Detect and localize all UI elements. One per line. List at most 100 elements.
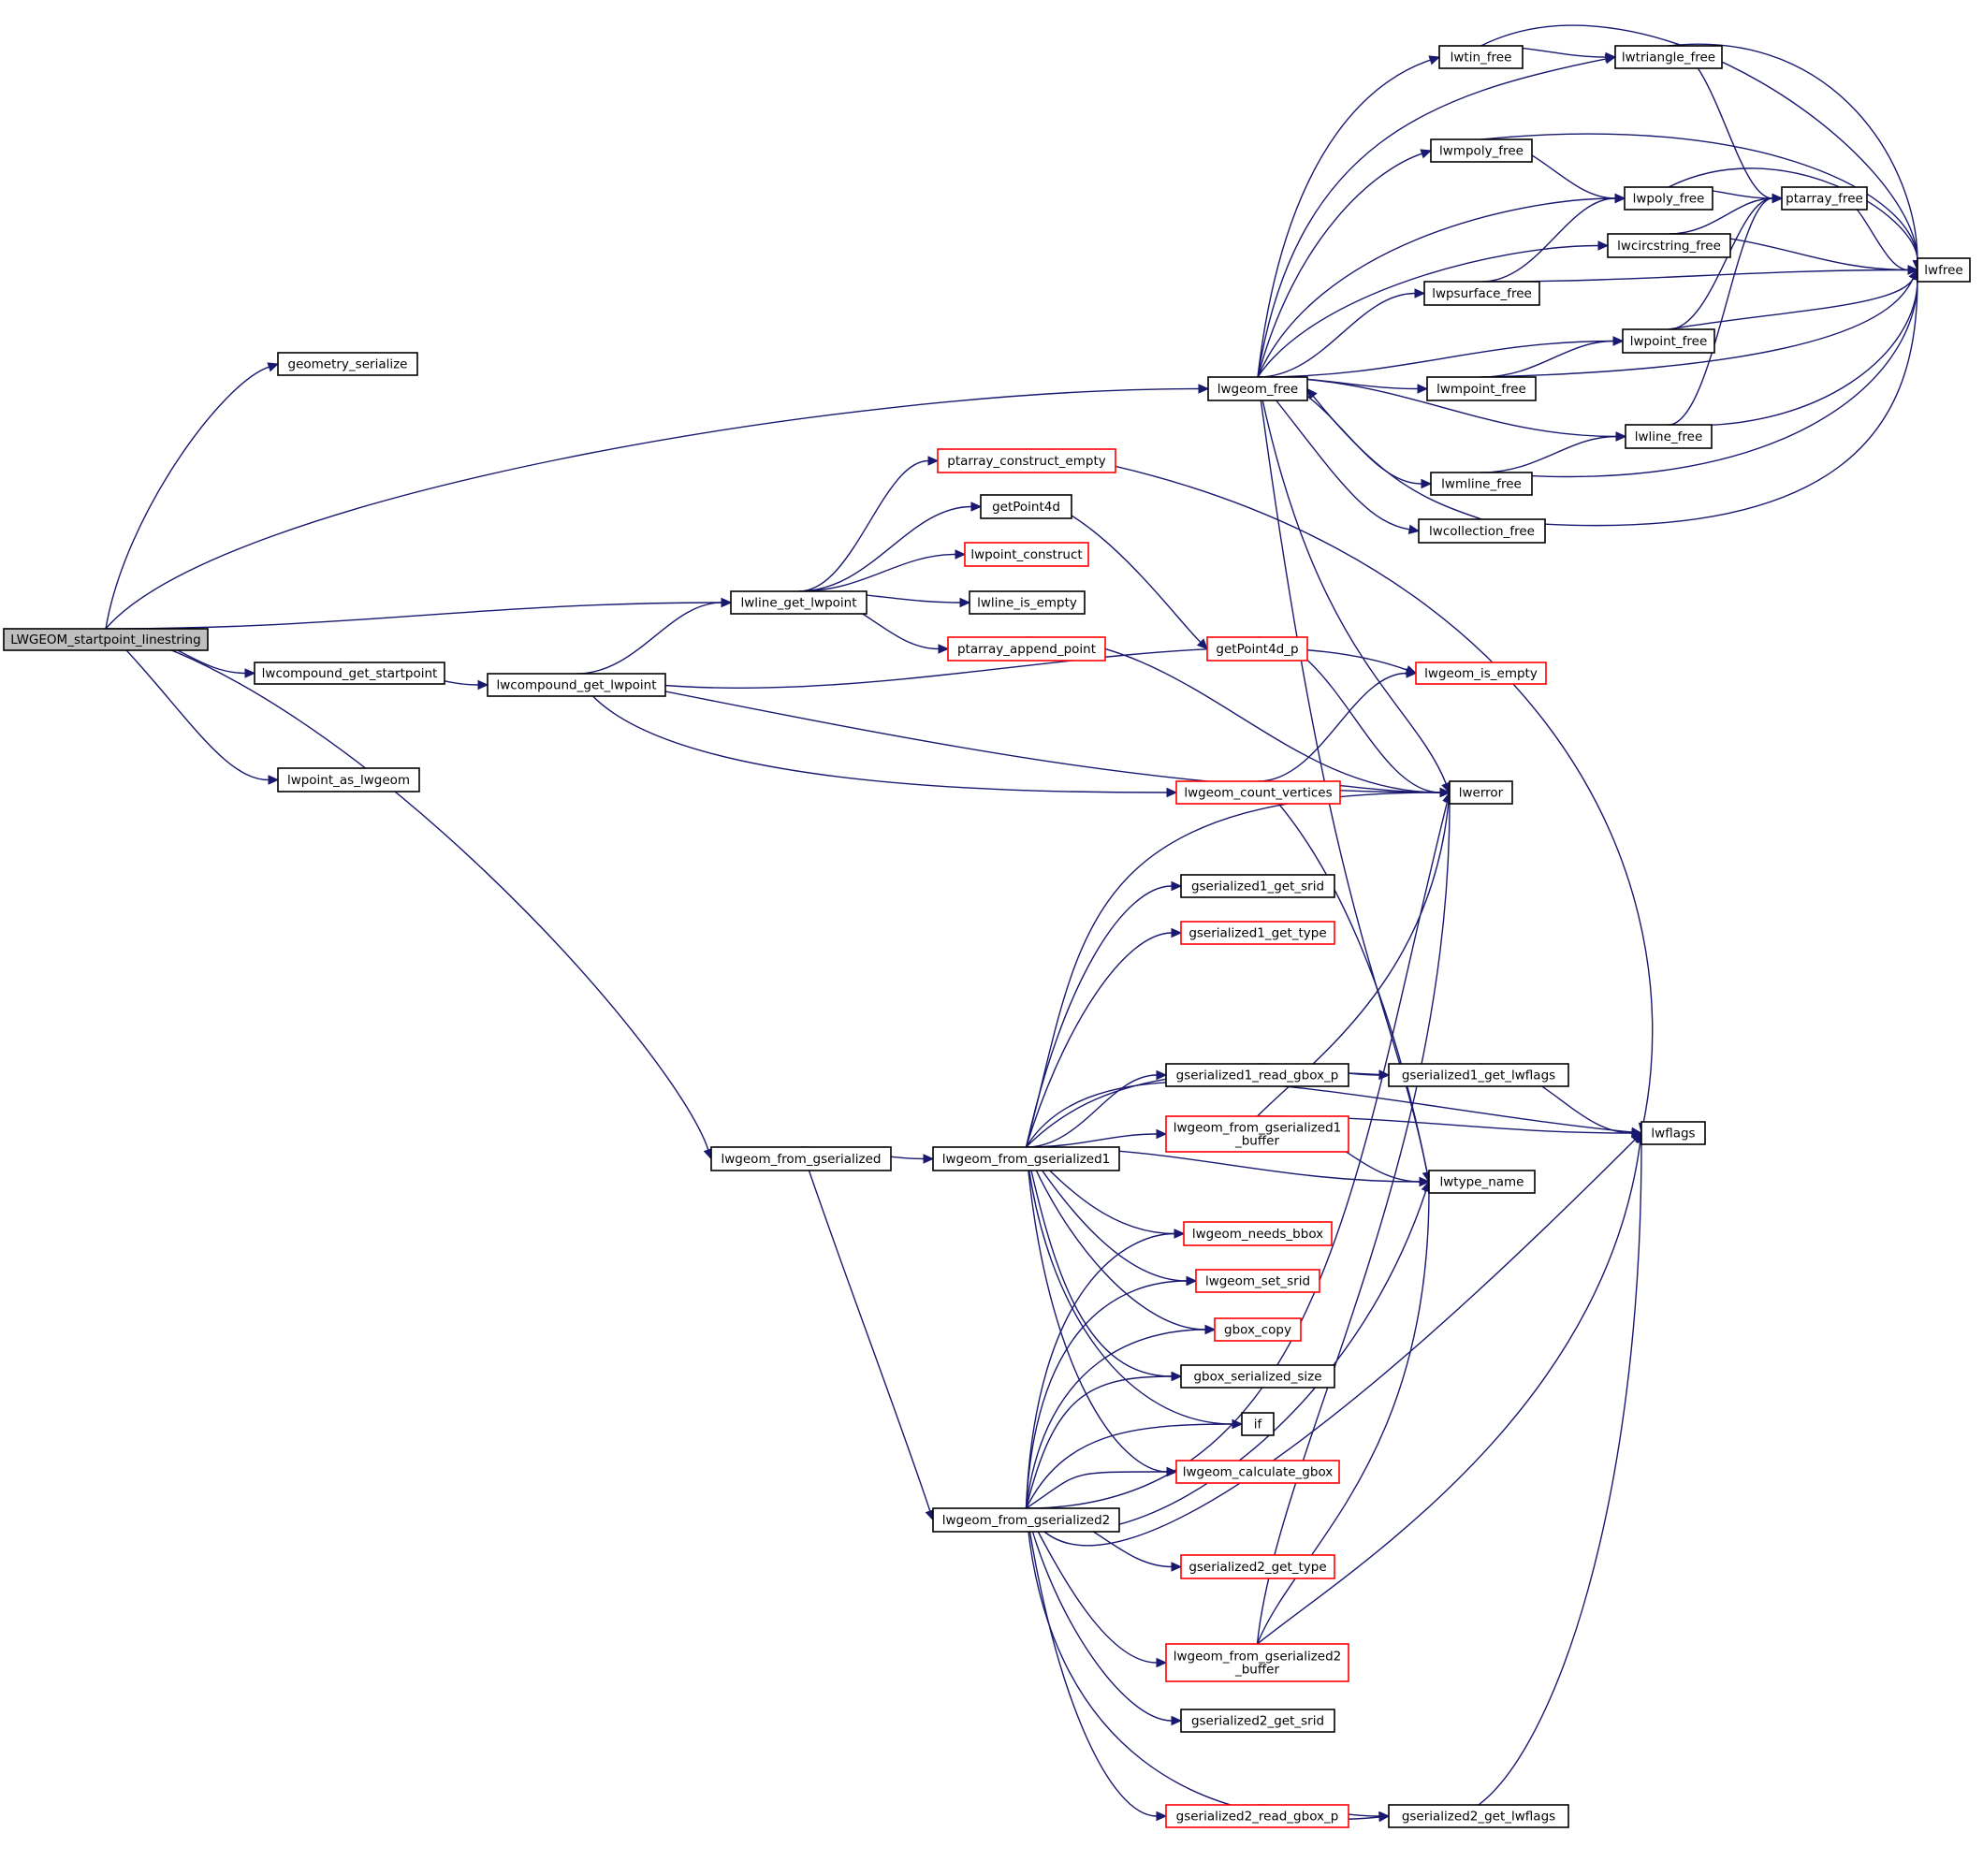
- edge-lwgeom_free-to-lwcollection_free: [1257, 376, 1421, 534]
- node-box: [937, 448, 1116, 473]
- node-lwgeom-needs-bbox[interactable]: lwgeom_needs_bbox: [1183, 1221, 1333, 1246]
- node-gserialized2-get-type[interactable]: gserialized2_get_type: [1180, 1554, 1335, 1579]
- node-getPoint4d[interactable]: getPoint4d: [980, 494, 1072, 519]
- node-label: if: [1254, 1418, 1263, 1432]
- node-ptarray-append-point[interactable]: ptarray_append_point: [947, 636, 1106, 662]
- edge-lwcollection_free-to-lwfree: [1481, 269, 1923, 527]
- node-lwline-free[interactable]: lwline_free: [1625, 424, 1713, 449]
- edge-lwgeom_free-to-lwtin_free: [1257, 55, 1441, 378]
- node-lwgeom-calculate-gbox[interactable]: lwgeom_calculate_gbox: [1175, 1460, 1340, 1484]
- node-label: lwerror: [1459, 786, 1504, 801]
- node-lwcircstring-free[interactable]: lwcircstring_free: [1607, 233, 1731, 258]
- edge-line: [1025, 1507, 1158, 1817]
- node-ptarray-free[interactable]: ptarray_free: [1781, 186, 1868, 211]
- edge-lwgeom_free-to-lwtriangle_free: [1257, 53, 1617, 378]
- node-lwgeom-free[interactable]: lwgeom_free: [1207, 376, 1308, 401]
- node-label: lwpoint_construct: [970, 547, 1082, 562]
- node-lwline-is-empty[interactable]: lwline_is_empty: [969, 590, 1086, 615]
- node-lwpoint-construct[interactable]: lwpoint_construct: [964, 542, 1089, 567]
- node-lwtin-free[interactable]: lwtin_free: [1438, 45, 1524, 69]
- node-box: [730, 590, 868, 615]
- node-label: lwcompound_get_lwpoint: [496, 678, 656, 693]
- node-geometry-serialize[interactable]: geometry_serialize: [277, 352, 418, 376]
- edge-root-to-lwpoint_as_lwgeom: [105, 628, 280, 785]
- node-lwgeom-count-vertices[interactable]: lwgeom_count_vertices: [1175, 780, 1341, 805]
- node-getPoint4d-p[interactable]: getPoint4d_p: [1206, 636, 1308, 662]
- node-root[interactable]: LWGEOM_startpoint_linestring: [3, 628, 209, 651]
- edge-lwgeom_from_gserialized1-to-gserialized1_get_type: [1025, 927, 1183, 1148]
- edge-line: [576, 647, 1407, 690]
- node-gserialized1-get-lwflags[interactable]: gserialized1_get_lwflags: [1388, 1063, 1569, 1087]
- node-lwtriangle-free[interactable]: lwtriangle_free: [1614, 45, 1723, 69]
- node-box: [254, 662, 445, 685]
- edge-arrowhead: [1156, 1069, 1168, 1081]
- node-lwtype-name[interactable]: lwtype_name: [1428, 1170, 1536, 1194]
- edge-lwcompound_get_lwpoint-to-lwline_get_lwpoint: [576, 597, 733, 675]
- edge-lwpoint_free-to-lwfree: [1668, 269, 1918, 330]
- edge-line: [1257, 340, 1614, 378]
- edge-arrowhead: [927, 456, 940, 466]
- node-label: lwmpoly_free: [1439, 144, 1524, 159]
- node-box: [1165, 1115, 1349, 1153]
- node-box: [1449, 780, 1513, 805]
- node-lwmpoint-free[interactable]: lwmpoint_free: [1426, 376, 1537, 401]
- edge-line: [800, 1146, 931, 1512]
- node-lwcollection-free[interactable]: lwcollection_free: [1418, 518, 1546, 544]
- edge-line: [1257, 153, 1422, 378]
- edge-line: [1668, 197, 1773, 426]
- node-gserialized1-get-type[interactable]: gserialized1_get_type: [1180, 921, 1335, 945]
- node-lwcompound-get-startpoint[interactable]: lwcompound_get_startpoint: [254, 662, 445, 685]
- node-lwgeom-from-gserialized2-buffer[interactable]: lwgeom_from_gserialized2_buffer: [1165, 1643, 1349, 1682]
- node-box: [969, 590, 1086, 615]
- node-box: [964, 542, 1089, 567]
- node-lwfree[interactable]: lwfree: [1917, 257, 1971, 283]
- node-lwpoint-as-lwgeom[interactable]: lwpoint_as_lwgeom: [277, 767, 420, 793]
- edge-line: [1669, 197, 1773, 235]
- edge-line: [576, 602, 722, 675]
- node-box: [1241, 1412, 1275, 1436]
- node-lwpoint-free[interactable]: lwpoint_free: [1622, 328, 1715, 354]
- node-label: lwtype_name: [1440, 1175, 1524, 1190]
- edge-lwpsurface_free-to-lwpoly_free: [1481, 193, 1626, 283]
- node-if[interactable]: if: [1241, 1412, 1275, 1436]
- node-lwerror[interactable]: lwerror: [1449, 780, 1513, 805]
- node-box: [277, 352, 418, 376]
- edge-line: [1258, 672, 1407, 782]
- edge-arrowhead: [1156, 1811, 1168, 1822]
- edge-line: [1668, 197, 1773, 330]
- node-gserialized2-get-lwflags[interactable]: gserialized2_get_lwflags: [1388, 1804, 1569, 1828]
- node-lwgeom-from-gserialized[interactable]: lwgeom_from_gserialized: [710, 1146, 892, 1171]
- edge-arrowhead: [1378, 1811, 1391, 1822]
- node-lwcompound-get-lwpoint[interactable]: lwcompound_get_lwpoint: [487, 673, 666, 697]
- edge-root-to-lwline_get_lwpoint: [105, 597, 733, 630]
- node-lwpsurface-free[interactable]: lwpsurface_free: [1423, 281, 1540, 306]
- node-gserialized1-read-gbox-p[interactable]: gserialized1_read_gbox_p: [1165, 1063, 1349, 1087]
- node-lwmpoly-free[interactable]: lwmpoly_free: [1430, 138, 1533, 163]
- edge-line: [1257, 376, 1617, 438]
- node-gserialized1-get-srid[interactable]: gserialized1_get_srid: [1180, 874, 1335, 898]
- edge-lwgeom_from_gserialized2-to-lwgeom_needs_bbox: [1025, 1229, 1186, 1509]
- edge-lwgeom_free-to-lwmpoly_free: [1257, 149, 1433, 378]
- node-gserialized2-read-gbox-p[interactable]: gserialized2_read_gbox_p: [1165, 1804, 1349, 1828]
- node-gbox-serialized-size[interactable]: gbox_serialized_size: [1180, 1364, 1335, 1389]
- node-lwflags[interactable]: lwflags: [1640, 1121, 1706, 1145]
- node-box: [1625, 424, 1713, 449]
- node-lwgeom-from-gserialized1-buffer[interactable]: lwgeom_from_gserialized1_buffer: [1165, 1115, 1349, 1153]
- node-lwgeom-is-empty[interactable]: lwgeom_is_empty: [1415, 662, 1547, 685]
- edge-lwgeom_from_gserialized1-to-gserialized1_read_gbox_p: [1026, 1069, 1168, 1148]
- node-gbox-copy[interactable]: gbox_copy: [1214, 1317, 1302, 1342]
- node-lwgeom-set-srid[interactable]: lwgeom_set_srid: [1195, 1269, 1320, 1293]
- node-lwgeom-from-gserialized1[interactable]: lwgeom_from_gserialized1: [932, 1146, 1120, 1171]
- node-lwgeom-from-gserialized2[interactable]: lwgeom_from_gserialized2: [932, 1507, 1120, 1533]
- node-lwmline-free[interactable]: lwmline_free: [1430, 472, 1533, 496]
- node-label: lwgeom_is_empty: [1424, 666, 1538, 681]
- node-lwline-get-lwpoint[interactable]: lwline_get_lwpoint: [730, 590, 868, 615]
- node-label: lwmpoint_free: [1436, 382, 1526, 397]
- edge-lwgeom_from_gserialized2-to-gserialized2_get_srid: [1025, 1507, 1183, 1726]
- edge-arrowhead: [1171, 880, 1183, 892]
- edge-line: [1481, 197, 1616, 283]
- node-gserialized2-get-srid[interactable]: gserialized2_get_srid: [1180, 1709, 1335, 1733]
- edge-arrowhead: [1421, 478, 1433, 489]
- node-ptarray-construct-empty[interactable]: ptarray_construct_empty: [937, 448, 1116, 473]
- node-lwpoly-free[interactable]: lwpoly_free: [1624, 186, 1713, 211]
